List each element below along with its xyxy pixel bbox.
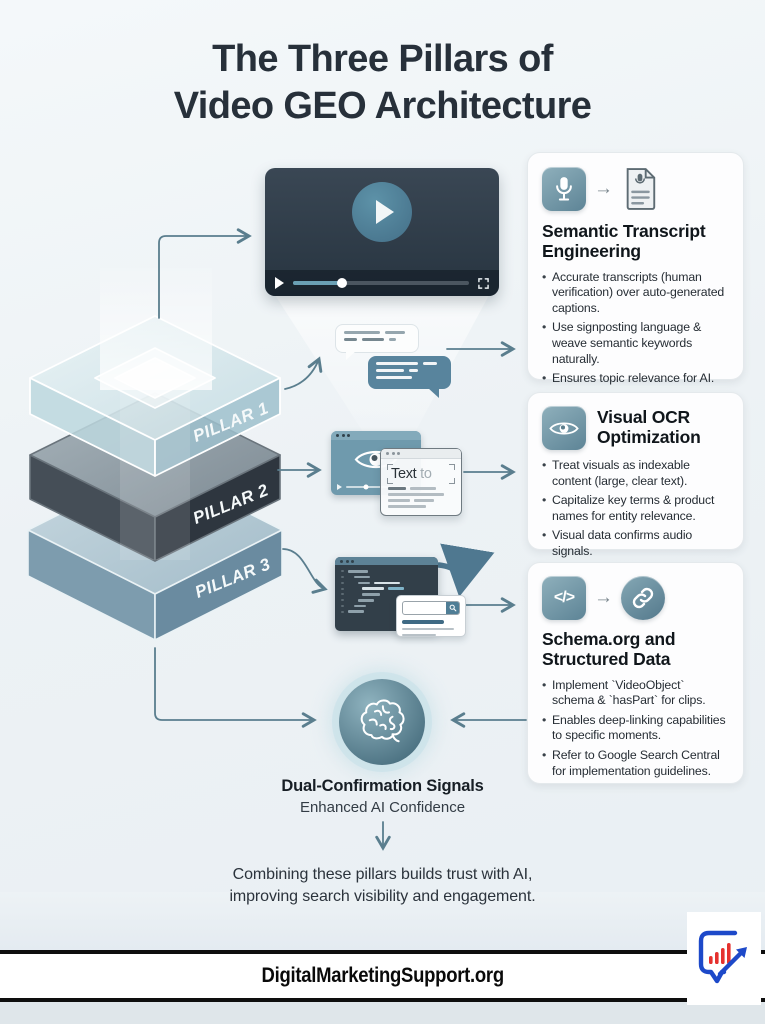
footer: DigitalMarketingSupport.org xyxy=(0,954,765,998)
card-bullets: Implement `VideoObject` schema & `hasPar… xyxy=(542,678,729,780)
card-title: Semantic Transcript Engineering xyxy=(542,221,706,261)
light-beam-lower xyxy=(120,390,190,560)
bullet: Visual data confirms audio signals. xyxy=(542,528,729,559)
window-bar xyxy=(331,431,421,440)
progress-knob xyxy=(337,278,348,288)
extracted-text-lines xyxy=(381,487,461,508)
page-title-line1: The Three Pillars of xyxy=(212,38,553,80)
convergence-title: Dual-Confirmation Signals xyxy=(281,777,484,795)
pre-footer-band xyxy=(0,892,765,950)
conclusion-line2: improving search visibility and engageme… xyxy=(229,888,536,906)
magnifier-icon xyxy=(446,602,459,614)
page-title-line2: Video GEO Architecture xyxy=(173,85,592,128)
bullet: Refer to Google Search Central for imple… xyxy=(542,748,729,779)
convergence-subtitle: Enhanced AI Confidence xyxy=(299,799,466,816)
footer-divider-top xyxy=(0,950,765,954)
transcript-bubble-light xyxy=(335,324,419,360)
progress-fill xyxy=(293,281,343,285)
player-controls xyxy=(265,270,499,296)
bullet: Accurate transcripts (human verification… xyxy=(542,270,729,317)
bullet: Implement `VideoObject` schema & `hasPar… xyxy=(542,678,729,709)
card-visual-ocr: Visual OCR Optimization Treat visuals as… xyxy=(527,392,744,558)
transcript-bubble-teal xyxy=(368,356,451,398)
footer-bottom-strip xyxy=(0,1002,765,1024)
card-bullets: Treat visuals as indexable content (larg… xyxy=(542,458,729,560)
transcript-document-icon xyxy=(626,168,656,210)
bullet: Use signposting language & weave semanti… xyxy=(542,320,729,367)
code-icon: </> xyxy=(542,576,586,620)
brand-logo xyxy=(687,912,761,1005)
arrow-right-icon: → xyxy=(594,587,613,608)
footer-divider-bottom xyxy=(0,998,765,1002)
progress-bar xyxy=(293,278,469,288)
window-bar xyxy=(381,449,461,459)
arrow-code-to-search xyxy=(436,543,495,597)
result-text-line xyxy=(402,627,454,630)
microphone-icon xyxy=(542,167,586,211)
small-play-icon xyxy=(275,277,284,289)
search-input xyxy=(402,601,460,615)
card-title: Visual OCR Optimization xyxy=(597,407,701,447)
result-text-line xyxy=(402,633,436,636)
eye-icon xyxy=(542,406,586,450)
ocr-text-window: Text to xyxy=(380,448,462,516)
mini-player-controls xyxy=(337,484,413,490)
arrow-pillar3-to-code xyxy=(282,548,328,594)
arrow-right-icon: → xyxy=(594,178,613,199)
conclusion-line1: Combining these pillars builds trust wit… xyxy=(232,866,533,883)
light-beam xyxy=(100,268,212,390)
card-semantic-transcript: → Semantic Transcript Engineering Accura… xyxy=(527,152,744,386)
bullet: Capitalize key terms & product names for… xyxy=(542,493,729,524)
result-title-line xyxy=(402,620,444,624)
bullet: Enables deep-linking capabilities to spe… xyxy=(542,713,729,744)
conclusion-text: Combining these pillars builds trust wit… xyxy=(0,864,765,908)
arrow-stack-to-brain xyxy=(154,647,317,728)
site-name: DigitalMarketingSupport.org xyxy=(261,964,504,987)
ocr-recognized-text: Text xyxy=(391,466,417,482)
arrow-pillar1-to-bubbles xyxy=(284,356,323,390)
window-bar xyxy=(335,557,438,565)
code-lines xyxy=(335,565,438,621)
card-title: Schema.org and Structured Data xyxy=(542,629,676,669)
bullet: Treat visuals as indexable content (larg… xyxy=(542,458,729,489)
card-schema-structured-data: </> → Schema.org and Structured Data Imp… xyxy=(527,562,744,784)
page-title: The Three Pillars of Video GEO Architect… xyxy=(0,36,765,130)
ocr-sample-text: Text to xyxy=(387,464,455,484)
bullet: Ensures topic relevance for AI. xyxy=(542,371,729,387)
ocr-pending-text: to xyxy=(420,466,432,482)
video-player-illustration xyxy=(265,168,499,296)
chart-bubble-logo-icon xyxy=(698,930,747,983)
arrow-stack-to-player xyxy=(158,228,252,319)
play-button-icon xyxy=(352,182,412,242)
search-result-card xyxy=(396,595,466,637)
fullscreen-icon xyxy=(478,277,489,289)
brain-icon xyxy=(339,679,425,765)
card-bullets: Accurate transcripts (human verification… xyxy=(542,270,729,387)
link-icon xyxy=(621,576,665,620)
